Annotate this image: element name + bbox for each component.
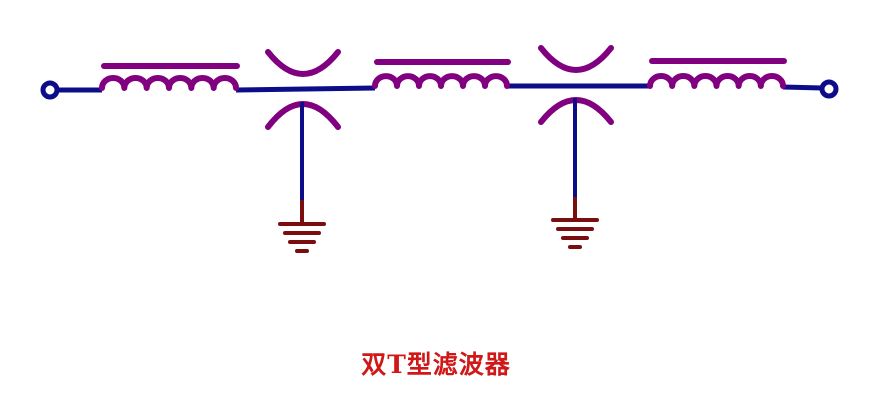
inductor-coil bbox=[372, 73, 510, 89]
inductor-2 bbox=[372, 59, 511, 89]
inductor-coil bbox=[99, 75, 239, 91]
wire-l1-l2 bbox=[235, 85, 376, 93]
capacitor-plate-upper bbox=[265, 49, 341, 77]
inductor-1 bbox=[99, 63, 240, 91]
wire-output bbox=[782, 84, 823, 91]
diagram-caption: 双T型滤波器 bbox=[361, 350, 511, 379]
capacitor-plate-upper bbox=[538, 45, 614, 73]
inductor-3 bbox=[647, 58, 787, 89]
ground-2 bbox=[551, 98, 599, 249]
output-terminal bbox=[819, 79, 839, 99]
input-terminal bbox=[40, 80, 60, 100]
ground-1 bbox=[278, 102, 326, 253]
inductor-coil bbox=[647, 73, 786, 89]
